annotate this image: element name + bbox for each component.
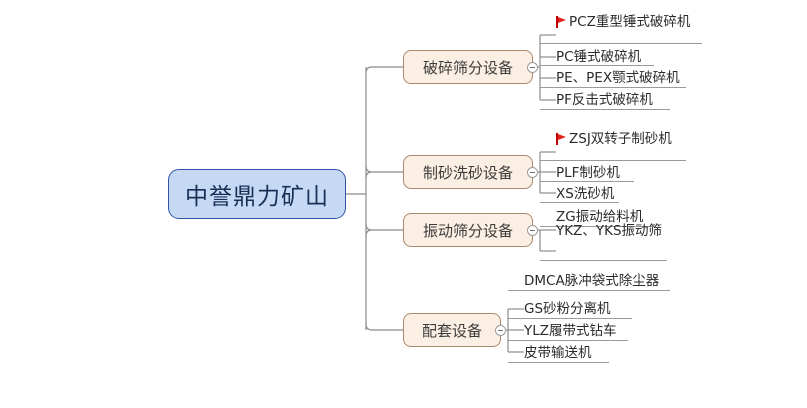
- leaf-underline: [540, 181, 634, 182]
- leaf-label: GS砂粉分离机: [524, 301, 611, 317]
- leaf-underline: [508, 318, 632, 319]
- collapse-minus-icon-branch-1[interactable]: [527, 61, 538, 73]
- link-root-to-branch-1: [365, 66, 403, 74]
- leaf-label: PE、PEX颚式破碎机: [556, 70, 680, 86]
- branch-node-破碎筛分设备[interactable]: 破碎筛分设备: [403, 50, 533, 84]
- collapse-minus-icon-branch-4[interactable]: [495, 324, 506, 336]
- leaf-node-pc[interactable]: PC锤式破碎机: [556, 49, 641, 65]
- collapse-minus-icon-branch-3[interactable]: [527, 224, 538, 236]
- branch-node-配套设备[interactable]: 配套设备: [403, 313, 501, 347]
- leaf-node-dmca[interactable]: DMCA脉冲袋式除尘器: [524, 273, 659, 289]
- red-flag-icon: [556, 16, 567, 28]
- leaf-label: ZG振动给料机: [556, 209, 644, 225]
- link-root-to-branch-2b: [365, 171, 373, 179]
- leaf-underline: [540, 202, 619, 203]
- leaf-label: XS洗砂机: [556, 186, 615, 202]
- leaf-node-plf[interactable]: PLF制砂机: [556, 165, 620, 181]
- leaf-underline: [508, 340, 628, 341]
- leaf-node-ylz[interactable]: YLZ履带式钻车: [524, 323, 617, 339]
- leaf-label: DMCA脉冲袋式除尘器: [524, 273, 660, 289]
- leaf-underline: [508, 362, 609, 363]
- leaf-node-zg[interactable]: ZG振动给料机: [556, 209, 643, 225]
- leaf-node-gs[interactable]: GS砂粉分离机: [524, 301, 611, 317]
- leaf-label: 皮带输送机: [524, 345, 592, 361]
- leaf-label: PF反击式破碎机: [556, 92, 653, 108]
- link-root-to-branch-3a: [365, 223, 403, 231]
- branch-node-制砂洗砂设备[interactable]: 制砂洗砂设备: [403, 155, 533, 189]
- link-root-to-branch-4: [365, 323, 403, 331]
- collapse-minus-icon-branch-2[interactable]: [527, 166, 538, 178]
- leaf-node-zsj[interactable]: ZSJ双转子制砂机: [556, 131, 672, 147]
- leaf-label: YLZ履带式钻车: [524, 323, 617, 339]
- link-root-to-branch-3b: [365, 229, 373, 237]
- leaf-underline: [540, 226, 656, 227]
- leaf-underline: [508, 290, 670, 291]
- leaf-label: PC锤式破碎机: [556, 49, 642, 65]
- leaf-underline: [540, 43, 702, 44]
- leaf-underline: [540, 87, 686, 88]
- leaf-node-pe-pex[interactable]: PE、PEX颚式破碎机: [556, 70, 680, 86]
- leaf-label: PLF制砂机: [556, 165, 620, 181]
- leaf-node-pcz[interactable]: PCZ重型锤式破碎机: [556, 14, 690, 30]
- leaf-underline: [540, 65, 654, 66]
- leaf-node-belt-conveyor[interactable]: 皮带输送机: [524, 345, 592, 361]
- branch-node-振动筛分设备[interactable]: 振动筛分设备: [403, 213, 533, 247]
- leaf-underline: [540, 109, 670, 110]
- leaf-label: YKZ、YKS振动筛: [556, 223, 663, 239]
- leaf-label: PCZ重型锤式破碎机: [569, 14, 691, 30]
- leaf-node-xs[interactable]: XS洗砂机: [556, 186, 614, 202]
- leaf-node-pf[interactable]: PF反击式破碎机: [556, 92, 653, 108]
- root-node[interactable]: 中誉鼎力矿山: [168, 169, 346, 219]
- link-root-to-branch-2a: [365, 165, 403, 173]
- red-flag-icon: [556, 133, 567, 145]
- leaf-underline: [540, 260, 667, 261]
- leaf-node-ykz-yks[interactable]: YKZ、YKS振动筛: [556, 223, 662, 239]
- leaf-underline: [540, 160, 686, 161]
- leaf-label: ZSJ双转子制砂机: [569, 131, 672, 147]
